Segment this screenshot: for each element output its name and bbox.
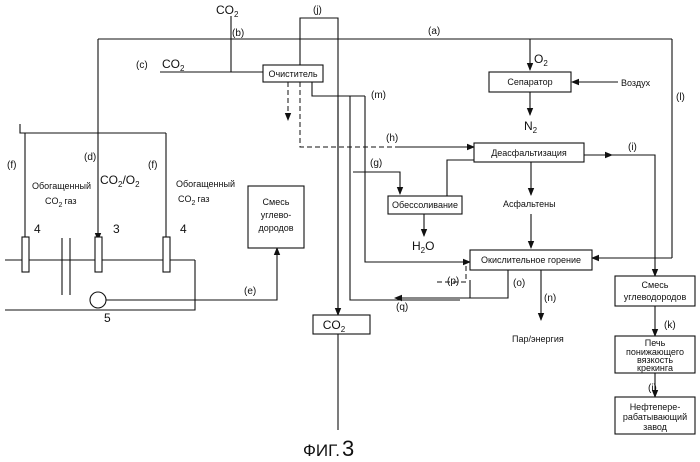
svg-text:H2O: H2O (412, 239, 434, 255)
svg-text:(b): (b) (232, 28, 244, 39)
svg-text:(o): (o) (513, 278, 525, 289)
svg-text:завод: завод (643, 422, 668, 432)
svg-text:Обогащенный: Обогащенный (32, 181, 91, 191)
hc-mix-right-box: Смесь углеводородов (615, 276, 695, 306)
svg-text:Деасфальтизация: Деасфальтизация (491, 148, 567, 158)
svg-text:ФИГ.3: ФИГ.3 (303, 436, 354, 461)
svg-text:4: 4 (180, 222, 187, 236)
svg-text:(k): (k) (664, 320, 676, 331)
svg-text:(m): (m) (371, 90, 386, 101)
well-4-left (22, 237, 29, 272)
figure-caption: ФИГ.3 (303, 436, 354, 461)
svg-text:рабатывающий: рабатывающий (623, 412, 687, 422)
svg-text:Нефтепере-: Нефтепере- (630, 402, 681, 412)
svg-text:(f): (f) (148, 160, 157, 171)
svg-text:(j): (j) (313, 5, 322, 16)
hc-mix-left-box: Смесь углево- дородов (248, 186, 304, 248)
svg-text:CO2: CO2 (216, 3, 239, 19)
svg-text:Асфальтены: Асфальтены (503, 199, 556, 209)
svg-text:(i): (i) (628, 142, 637, 153)
svg-text:4: 4 (34, 222, 41, 236)
visbreaking-furnace-box: Печь понижающего вязкость крекинга (615, 336, 695, 373)
svg-text:Очиститель: Очиститель (268, 69, 317, 79)
svg-text:O2: O2 (534, 52, 548, 68)
svg-text:(n): (n) (544, 293, 556, 304)
svg-text:дородов: дородов (258, 223, 293, 233)
well-3 (95, 237, 102, 272)
svg-text:CO2: CO2 (162, 57, 185, 73)
svg-text:углево-: углево- (261, 210, 292, 220)
svg-text:(p): (p) (447, 276, 459, 287)
svg-text:(d): (d) (84, 152, 96, 163)
stream-labels: (a) (b) (c) (d) (e) (f) (f) (g) (h) (i) … (7, 5, 685, 394)
oxidative-combustion-box: Окислительное горение (470, 250, 592, 270)
svg-text:Сепаратор: Сепаратор (507, 77, 552, 87)
svg-text:Пар/энергия: Пар/энергия (512, 334, 564, 344)
chemical-labels: CO2 CO2 O2 N2 Воздух Асфальтены H2O Пар/… (32, 3, 651, 344)
refinery-box: Нефтепере- рабатывающий завод (615, 397, 695, 434)
svg-text:(i): (i) (648, 383, 657, 394)
separator-box: Сепаратор (489, 72, 571, 92)
svg-text:Воздух: Воздух (621, 78, 651, 88)
well-4-right (163, 237, 170, 272)
svg-text:N2: N2 (524, 119, 538, 135)
flow-lines (5, 16, 672, 430)
purifier-box: Очиститель (263, 65, 323, 82)
svg-text:(g): (g) (370, 158, 382, 169)
svg-text:(l): (l) (676, 92, 685, 103)
svg-text:(c): (c) (136, 60, 148, 71)
svg-text:крекинга: крекинга (637, 363, 673, 373)
svg-text:(q): (q) (396, 302, 408, 313)
svg-text:Смесь: Смесь (263, 197, 290, 207)
svg-text:CO2газ: CO2газ (178, 194, 210, 207)
co2-box: CO2 (313, 315, 370, 334)
svg-text:Смесь: Смесь (642, 280, 669, 290)
svg-text:углеводородов: углеводородов (624, 292, 687, 302)
svg-text:(h): (h) (386, 133, 398, 144)
svg-text:Обессоливание: Обессоливание (392, 200, 458, 210)
svg-text:(f): (f) (7, 160, 16, 171)
well-5-pump (90, 292, 106, 308)
svg-text:Обогащенный: Обогащенный (176, 179, 235, 189)
svg-text:(e): (e) (244, 286, 256, 297)
desalting-box: Обессоливание (388, 196, 462, 214)
svg-text:CO2/O2: CO2/O2 (100, 173, 140, 189)
svg-text:CO2газ: CO2газ (45, 196, 77, 209)
svg-text:(a): (a) (428, 26, 440, 37)
svg-text:3: 3 (113, 222, 120, 236)
svg-text:5: 5 (104, 311, 111, 325)
wells (22, 237, 170, 308)
deasphalting-box: Деасфальтизация (474, 143, 584, 162)
svg-text:Окислительное горение: Окислительное горение (481, 255, 581, 265)
